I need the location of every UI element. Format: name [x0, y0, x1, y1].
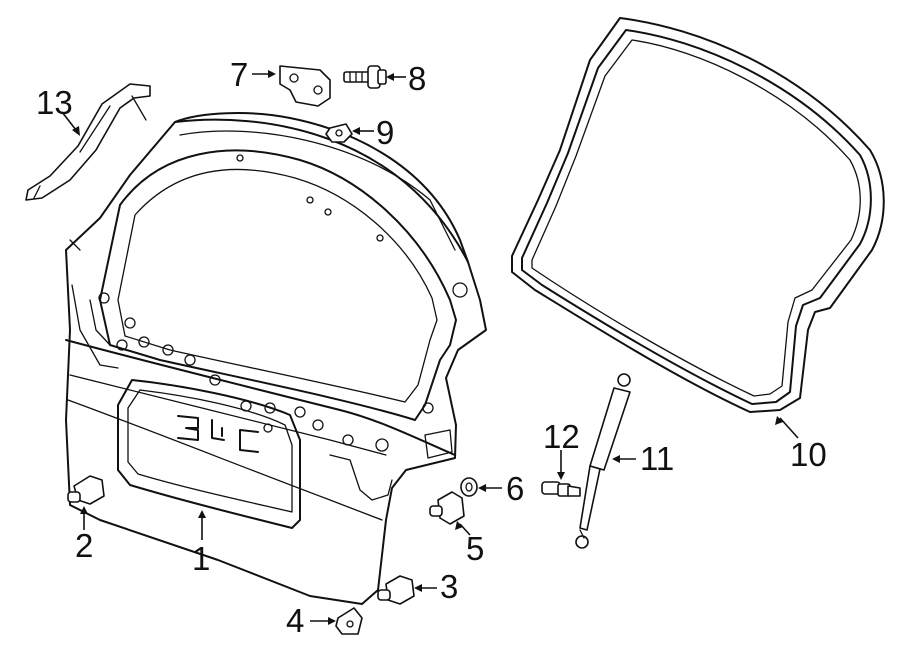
callout-4: 4 — [286, 602, 304, 639]
callout-9: 9 — [376, 114, 394, 151]
bolt — [343, 65, 387, 89]
weatherstrip-seal — [511, 17, 885, 413]
callout-8: 8 — [408, 60, 426, 97]
callout-13: 13 — [36, 84, 73, 121]
callout-labels: 1 2 3 4 5 6 7 8 9 10 11 12 13 — [36, 56, 827, 639]
washer — [460, 477, 478, 497]
liftgate-panel — [65, 112, 487, 605]
latch-bracket — [335, 607, 363, 635]
callout-3: 3 — [440, 568, 458, 605]
callout-10: 10 — [790, 436, 827, 473]
callout-2: 2 — [75, 527, 93, 564]
bumper-stop-right — [377, 575, 415, 605]
gas-strut — [575, 373, 631, 549]
trim-strip — [25, 83, 151, 201]
callout-6: 6 — [506, 470, 524, 507]
callout-11: 11 — [640, 440, 674, 477]
callout-12: 12 — [543, 418, 580, 455]
callout-7: 7 — [230, 56, 248, 93]
ball-stud — [541, 481, 581, 497]
callout-arrows — [61, 70, 799, 625]
callout-1: 1 — [192, 540, 210, 577]
hinge-bracket — [279, 65, 331, 107]
callout-5: 5 — [466, 530, 484, 567]
bumper-stop-center — [429, 491, 465, 525]
bumper-stop-left — [67, 475, 105, 505]
nut — [325, 123, 353, 143]
